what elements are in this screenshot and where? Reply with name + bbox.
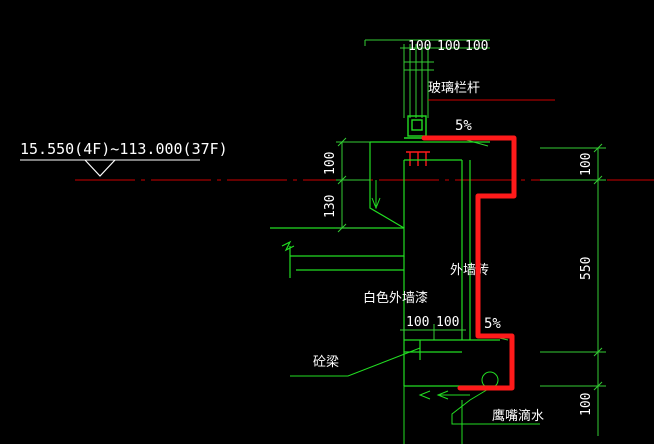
right-dim-100-bottom: 100 xyxy=(579,393,594,416)
concrete-beam-label: 砼梁 xyxy=(313,355,339,370)
bottom-dimension-lines xyxy=(400,324,466,340)
bottom-dim-100-b: 100 xyxy=(436,315,459,330)
top-dim-100-b: 100 xyxy=(437,39,460,54)
slope-top-label: 5% xyxy=(455,118,472,134)
left-dim-130: 130 xyxy=(323,195,338,218)
drip-edge-label: 鹰嘴滴水 xyxy=(492,408,544,424)
bottom-dim-100-a: 100 xyxy=(406,315,429,330)
left-dim-100: 100 xyxy=(323,152,338,175)
railing-anchor xyxy=(406,151,430,166)
drip-edge-leader xyxy=(451,387,540,425)
highlight-profile xyxy=(421,135,517,391)
right-dimension-lines xyxy=(540,143,606,436)
glass-railing-label: 玻璃栏杆 xyxy=(428,81,480,96)
slope-bottom-label: 5% xyxy=(484,316,501,332)
left-dimension-lines xyxy=(336,137,370,233)
concrete-section-outline xyxy=(270,141,500,387)
right-dim-100-top: 100 xyxy=(579,153,594,176)
white-paint-label: 白色外墙漆 xyxy=(363,290,428,306)
exterior-wall-label: 外墙砖 xyxy=(450,263,489,278)
top-dimension-lines xyxy=(364,39,490,118)
lower-wall-lines xyxy=(403,386,463,444)
elevation-marker: 15.550(4F)~113.000(37F) xyxy=(20,140,228,177)
right-dim-550: 550 xyxy=(579,257,594,280)
top-dim-100-c: 100 xyxy=(465,39,488,54)
elevation-label: 15.550(4F)~113.000(37F) xyxy=(20,140,228,158)
concrete-beam-leader xyxy=(290,347,421,377)
top-dim-100-a: 100 xyxy=(408,39,431,54)
left-arrows xyxy=(371,180,470,400)
railing-post-base xyxy=(404,115,430,139)
